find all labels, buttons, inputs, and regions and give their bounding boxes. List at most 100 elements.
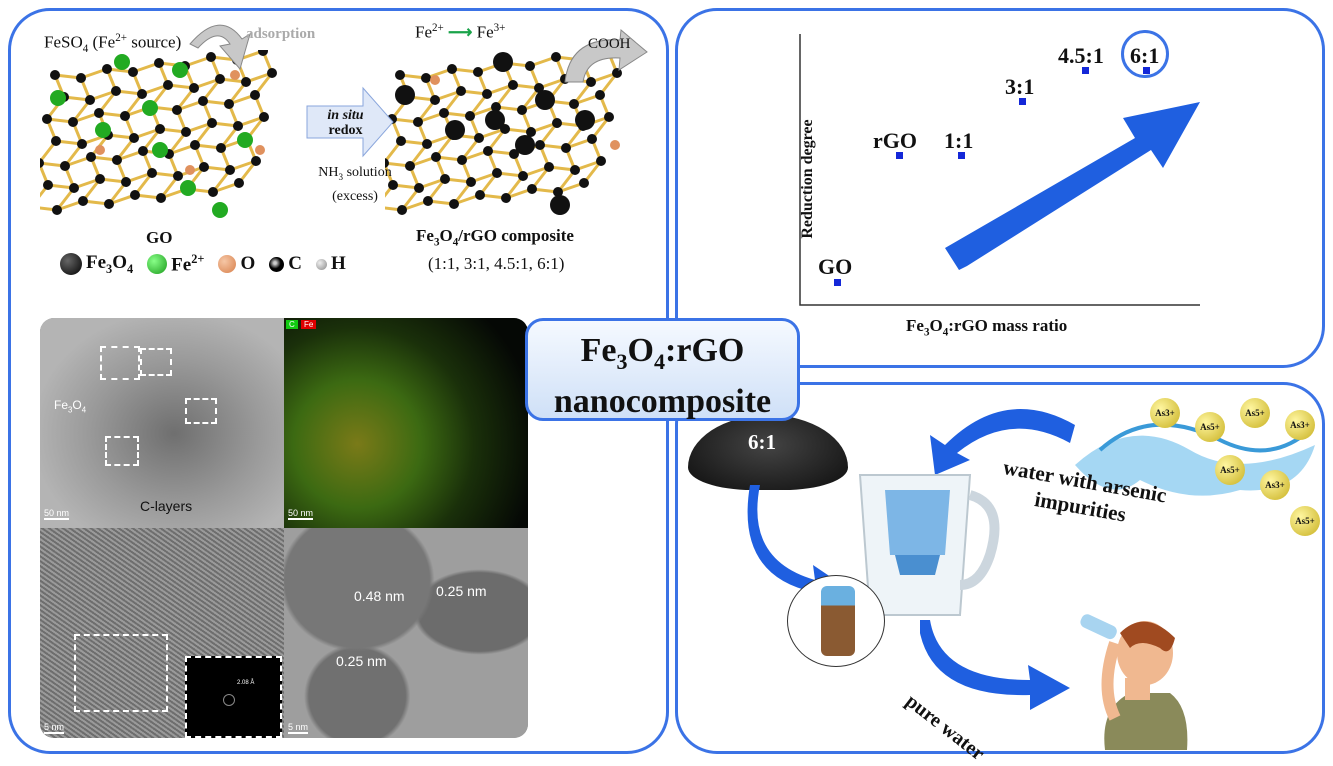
carbon-atom bbox=[163, 80, 173, 90]
arsenic-ion: As5+ bbox=[1215, 455, 1245, 485]
carbon-atom bbox=[473, 67, 483, 77]
carbon-atom bbox=[258, 50, 268, 56]
carbon-atom bbox=[120, 111, 130, 121]
carbon-atom bbox=[430, 95, 440, 105]
carbon-atom bbox=[121, 177, 131, 187]
d-spacing-label: 0.48 nm bbox=[354, 588, 405, 604]
carbon-atom bbox=[43, 180, 53, 190]
tem-overview: Fe3O4 C-layers 50 nm bbox=[40, 318, 284, 528]
arsenic-ion: As5+ bbox=[1195, 412, 1225, 442]
atom-legend: Fe3O4 Fe2+ O C H bbox=[60, 252, 346, 277]
carbon-atom bbox=[267, 68, 277, 78]
data-point bbox=[1082, 67, 1089, 74]
reduction-plot-panel bbox=[675, 8, 1325, 368]
carbon-atom bbox=[586, 77, 596, 87]
carbon-atom bbox=[440, 174, 450, 184]
water-pitcher-icon bbox=[858, 474, 1000, 616]
carbon-atom bbox=[104, 199, 114, 209]
carbon-atom bbox=[535, 140, 545, 150]
carbon-atom bbox=[466, 177, 476, 187]
carbon-atom bbox=[85, 95, 95, 105]
carbon-atom bbox=[396, 136, 406, 146]
carbon-atom bbox=[595, 90, 605, 100]
fe2-ion bbox=[212, 202, 228, 218]
carbon-atom bbox=[234, 178, 244, 188]
carbon-atom bbox=[78, 196, 88, 206]
legend-fe3o4: Fe3O4 bbox=[60, 252, 133, 277]
carbon-atom bbox=[199, 162, 209, 172]
map-c-tag: C bbox=[286, 320, 298, 329]
carbon-atom bbox=[491, 102, 501, 112]
carbon-atom bbox=[111, 86, 121, 96]
carbon-atom bbox=[612, 68, 622, 78]
carbon-atom bbox=[551, 52, 561, 62]
oxygen-atom bbox=[95, 145, 105, 155]
carbon-atom bbox=[215, 74, 225, 84]
feso4-label: FeSO4 (Fe2+ source) bbox=[44, 32, 182, 56]
arsenic-ion: As3+ bbox=[1285, 410, 1315, 440]
carbon-atom bbox=[50, 70, 60, 80]
carbon-atom bbox=[94, 108, 104, 118]
carbon-atom bbox=[534, 83, 544, 93]
carbon-atom bbox=[208, 187, 218, 197]
carbon-atom bbox=[207, 118, 217, 128]
go-label: GO bbox=[146, 228, 173, 247]
carbon-atom bbox=[233, 121, 243, 131]
trend-arrow-icon bbox=[945, 102, 1200, 270]
carbon-atom bbox=[250, 90, 260, 100]
fe2-ball-icon bbox=[147, 254, 168, 275]
carbon-atom bbox=[414, 183, 424, 193]
d-spacing-label: 0.25 nm bbox=[336, 653, 387, 669]
go-lattice bbox=[40, 50, 277, 218]
oxygen-atom bbox=[255, 145, 265, 155]
fe3o4-particle bbox=[550, 195, 570, 215]
carbon-atom bbox=[517, 105, 527, 115]
fe3o4-particle bbox=[395, 85, 415, 105]
carbon-atom bbox=[501, 193, 511, 203]
carbon-atom bbox=[456, 86, 466, 96]
h-ball-icon bbox=[315, 258, 327, 270]
map-fe-tag: Fe bbox=[301, 320, 317, 329]
carbon-atom bbox=[86, 152, 96, 162]
recycle-arrow-top-icon bbox=[930, 409, 1075, 475]
arsenic-ion: As3+ bbox=[1150, 398, 1180, 428]
fe3o4-particle bbox=[515, 135, 535, 155]
carbon-atom bbox=[130, 190, 140, 200]
carbon-atom bbox=[579, 178, 589, 188]
carbon-atom bbox=[422, 139, 432, 149]
carbon-atom bbox=[474, 133, 484, 143]
carbon-atom bbox=[570, 165, 580, 175]
carbon-atom bbox=[68, 117, 78, 127]
scale-bar: 50 nm bbox=[44, 508, 70, 520]
o-ball-icon bbox=[218, 255, 237, 274]
arsenic-ion: As5+ bbox=[1240, 398, 1270, 428]
carbon-atom bbox=[51, 136, 61, 146]
c-ball-icon bbox=[269, 256, 285, 272]
point-label: 4.5:1 bbox=[1058, 43, 1104, 68]
carbon-atom bbox=[569, 99, 579, 109]
y-axis-label: Reduction degree bbox=[799, 119, 816, 239]
oxygen-atom bbox=[185, 165, 195, 175]
carbon-atom bbox=[385, 158, 389, 168]
carbon-atom bbox=[492, 168, 502, 178]
carbon-atom bbox=[198, 96, 208, 106]
carbon-atom bbox=[525, 61, 535, 71]
point-label: 6:1 bbox=[1130, 43, 1160, 68]
carbon-atom bbox=[509, 149, 519, 159]
scale-bar: 50 nm bbox=[288, 508, 314, 520]
scale-bar: 5 nm bbox=[288, 722, 309, 734]
powder-label: 6:1 bbox=[748, 430, 776, 454]
carbon-atom bbox=[206, 52, 216, 62]
carbon-atom bbox=[154, 58, 164, 68]
carbon-atom bbox=[181, 127, 191, 137]
highlight-circle bbox=[1121, 30, 1169, 78]
data-point bbox=[834, 279, 841, 286]
carbon-atom bbox=[137, 89, 147, 99]
carbon-atom bbox=[95, 174, 105, 184]
fe2-ion bbox=[172, 62, 188, 78]
carbon-atom bbox=[52, 205, 62, 215]
fe3o4-tem-label: Fe3O4 bbox=[54, 398, 87, 415]
powder-to-filter-arrow-icon bbox=[747, 485, 850, 605]
point-label: 1:1 bbox=[944, 128, 974, 153]
